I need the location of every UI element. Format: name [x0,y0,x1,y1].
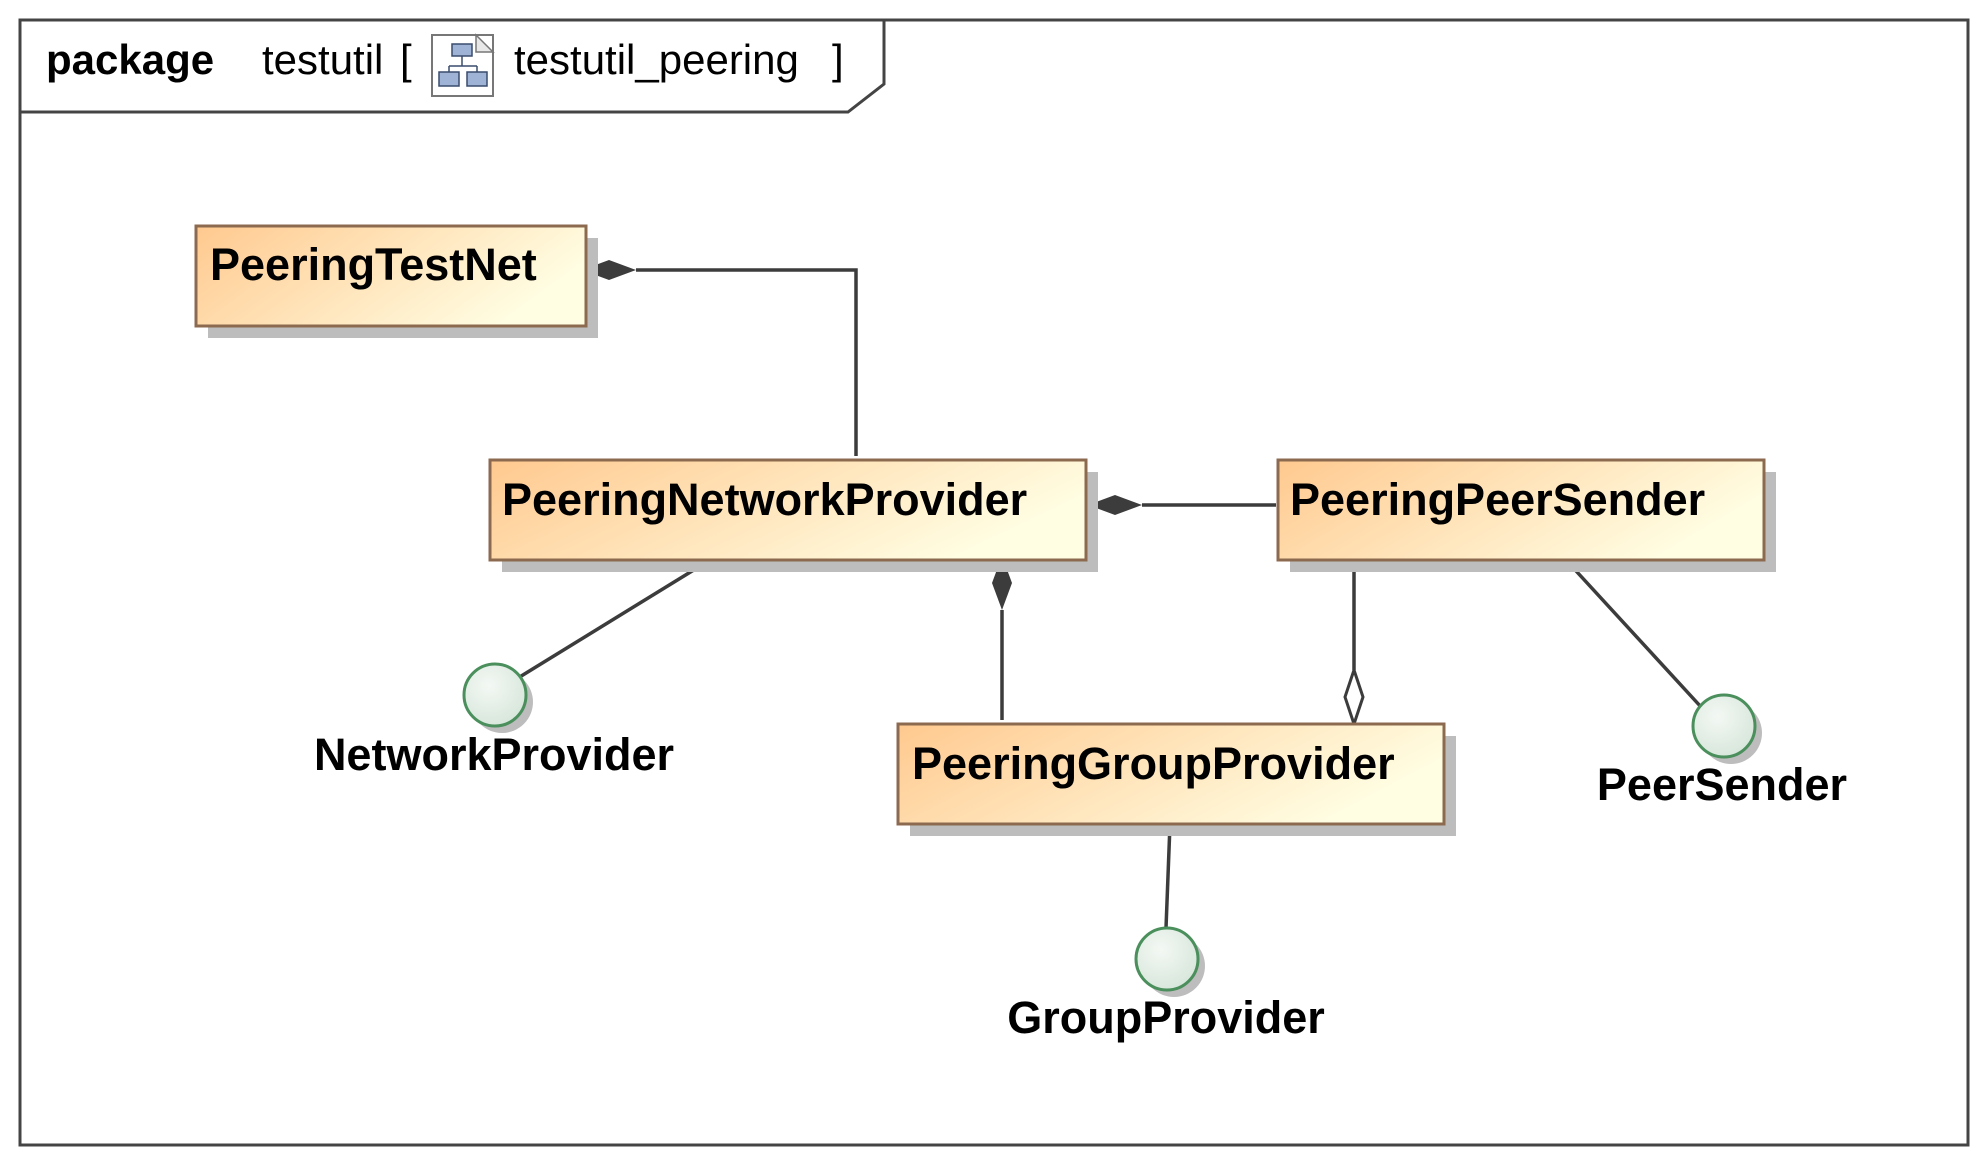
class-box [194,224,588,328]
class-peering-network-provider[interactable]: PeeringNetworkProvider [488,458,1098,572]
realization-edge-peer-sender [1564,558,1704,710]
interface-group-provider[interactable]: GroupProvider [1007,926,1325,1043]
realization-edge-group-provider [1164,823,1172,929]
class-diagram-icon [431,33,495,97]
class-peering-group-provider[interactable]: PeeringGroupProvider [896,722,1456,836]
class-name: PeeringTestNet [210,239,537,290]
frame-bracket-close: ] [832,36,844,83]
composition-edge-peer-sender [1088,495,1276,515]
class-name: PeeringPeerSender [1290,474,1705,525]
interface-name: PeerSender [1597,759,1847,810]
class-box [1276,458,1766,562]
frame-keyword: package [46,36,214,83]
frame-package-name: testutil [262,36,383,83]
interface-network-provider[interactable]: NetworkProvider [314,662,674,780]
class-name: PeeringNetworkProvider [502,474,1027,525]
interface-name: GroupProvider [1007,992,1325,1043]
class-box [488,458,1088,562]
class-name: PeeringGroupProvider [912,738,1395,789]
class-box [896,722,1446,826]
realization-edge-network-provider [517,558,711,680]
interface-peer-sender[interactable]: PeerSender [1597,693,1847,810]
composition-diamond [1088,495,1142,515]
frame-bracket-open: [ [400,36,412,83]
interface-circle [1134,926,1200,992]
frame-diagram-name: testutil_peering [514,36,799,83]
class-peering-test-net[interactable]: PeeringTestNet [194,224,598,338]
aggregation-edge [1343,560,1365,729]
frame-name-tab [20,20,886,114]
class-peering-peer-sender[interactable]: PeeringPeerSender [1276,458,1776,572]
interface-circle [462,662,528,728]
relationships [517,260,1704,929]
interface-circle [1691,693,1757,759]
interface-name: NetworkProvider [314,729,674,780]
